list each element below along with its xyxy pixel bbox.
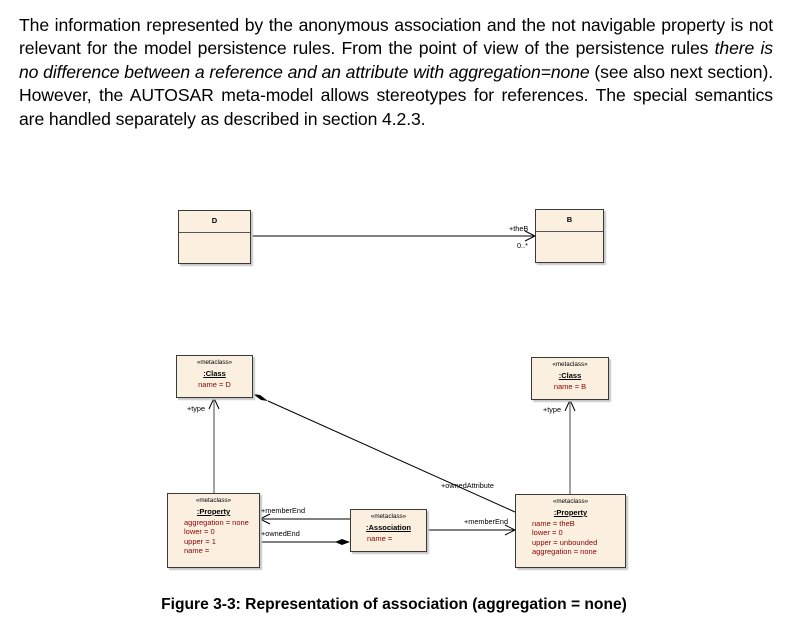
multiplicity-label: 0..* bbox=[517, 241, 528, 250]
attribute-name: name = bbox=[367, 534, 393, 543]
attribute-aggregation: aggregation = none bbox=[184, 518, 249, 527]
instance-property-right[interactable]: «metaclass» :Property name = theB lower … bbox=[515, 494, 626, 568]
class-d[interactable]: D bbox=[178, 210, 251, 264]
instance-name: :Association bbox=[365, 523, 411, 532]
stereotype-label: «metaclass» bbox=[552, 361, 588, 368]
owned-end-label: +ownedEnd bbox=[261, 529, 300, 538]
class-b-name: B bbox=[536, 210, 603, 232]
type-arrow-left-icon bbox=[208, 396, 220, 410]
attribute-upper: upper = unbounded bbox=[532, 537, 598, 547]
instance-association[interactable]: «metaclass» :Association name = bbox=[350, 509, 427, 552]
attribute-upper: upper = 1 bbox=[184, 536, 216, 546]
class-b[interactable]: B bbox=[535, 209, 604, 263]
role-label-theB: +theB bbox=[509, 224, 529, 233]
owned-attribute-line bbox=[267, 400, 516, 513]
attribute-name: name = B bbox=[553, 382, 587, 391]
owned-end-diamond-icon bbox=[335, 539, 350, 545]
body-paragraph: The information represented by the anony… bbox=[19, 14, 773, 131]
attribute-lower: lower = 0 bbox=[184, 527, 215, 537]
attribute-name: name = theB bbox=[532, 519, 575, 528]
attribute-list: name = theB lower = 0 upper = unbounded … bbox=[516, 519, 625, 556]
type-label-left: +type bbox=[187, 404, 206, 413]
instance-name: :Property bbox=[196, 507, 231, 516]
attribute-lower: lower = 0 bbox=[532, 528, 563, 538]
attribute-aggregation: aggregation = none bbox=[532, 546, 597, 556]
type-arrow-right-icon bbox=[564, 398, 576, 412]
stereotype-label: «metaclass» bbox=[370, 513, 407, 520]
paragraph-text: The information represented by the anony… bbox=[19, 15, 773, 59]
member-end-arrow-left-icon bbox=[258, 513, 271, 525]
paragraph-text-2: (see also next section). However, the AU… bbox=[19, 61, 773, 129]
owned-attribute-label: +ownedAttribute bbox=[441, 481, 494, 490]
attribute-name: name = bbox=[184, 545, 210, 555]
figure-caption: Figure 3-3: Representation of associatio… bbox=[161, 596, 627, 613]
type-label-right: +type bbox=[543, 405, 562, 414]
attribute-name: name = D bbox=[198, 380, 231, 389]
stereotype-label: «metaclass» bbox=[195, 497, 232, 504]
instance-class-d[interactable]: «metaclass» :Class name = D bbox=[176, 355, 253, 398]
member-end-label-right: +memberEnd bbox=[464, 517, 509, 526]
composition-diamond-icon bbox=[253, 394, 268, 401]
class-d-name: D bbox=[179, 211, 250, 233]
instance-property-left[interactable]: «metaclass» :Property aggregation = none… bbox=[167, 493, 260, 568]
paragraph-emphasis: there is no difference between a referen… bbox=[19, 38, 773, 82]
instance-class-b[interactable]: «metaclass» :Class name = B bbox=[531, 357, 609, 400]
instance-name: :Class bbox=[558, 371, 582, 380]
instance-name: :Class bbox=[203, 369, 226, 378]
instance-name: :Property bbox=[553, 508, 588, 517]
stereotype-label: «metaclass» bbox=[552, 498, 589, 505]
attribute-list: aggregation = none lower = 0 upper = 1 n… bbox=[168, 518, 259, 555]
stereotype-label: «metaclass» bbox=[196, 359, 233, 366]
member-end-label-left: +memberEnd bbox=[261, 506, 306, 515]
